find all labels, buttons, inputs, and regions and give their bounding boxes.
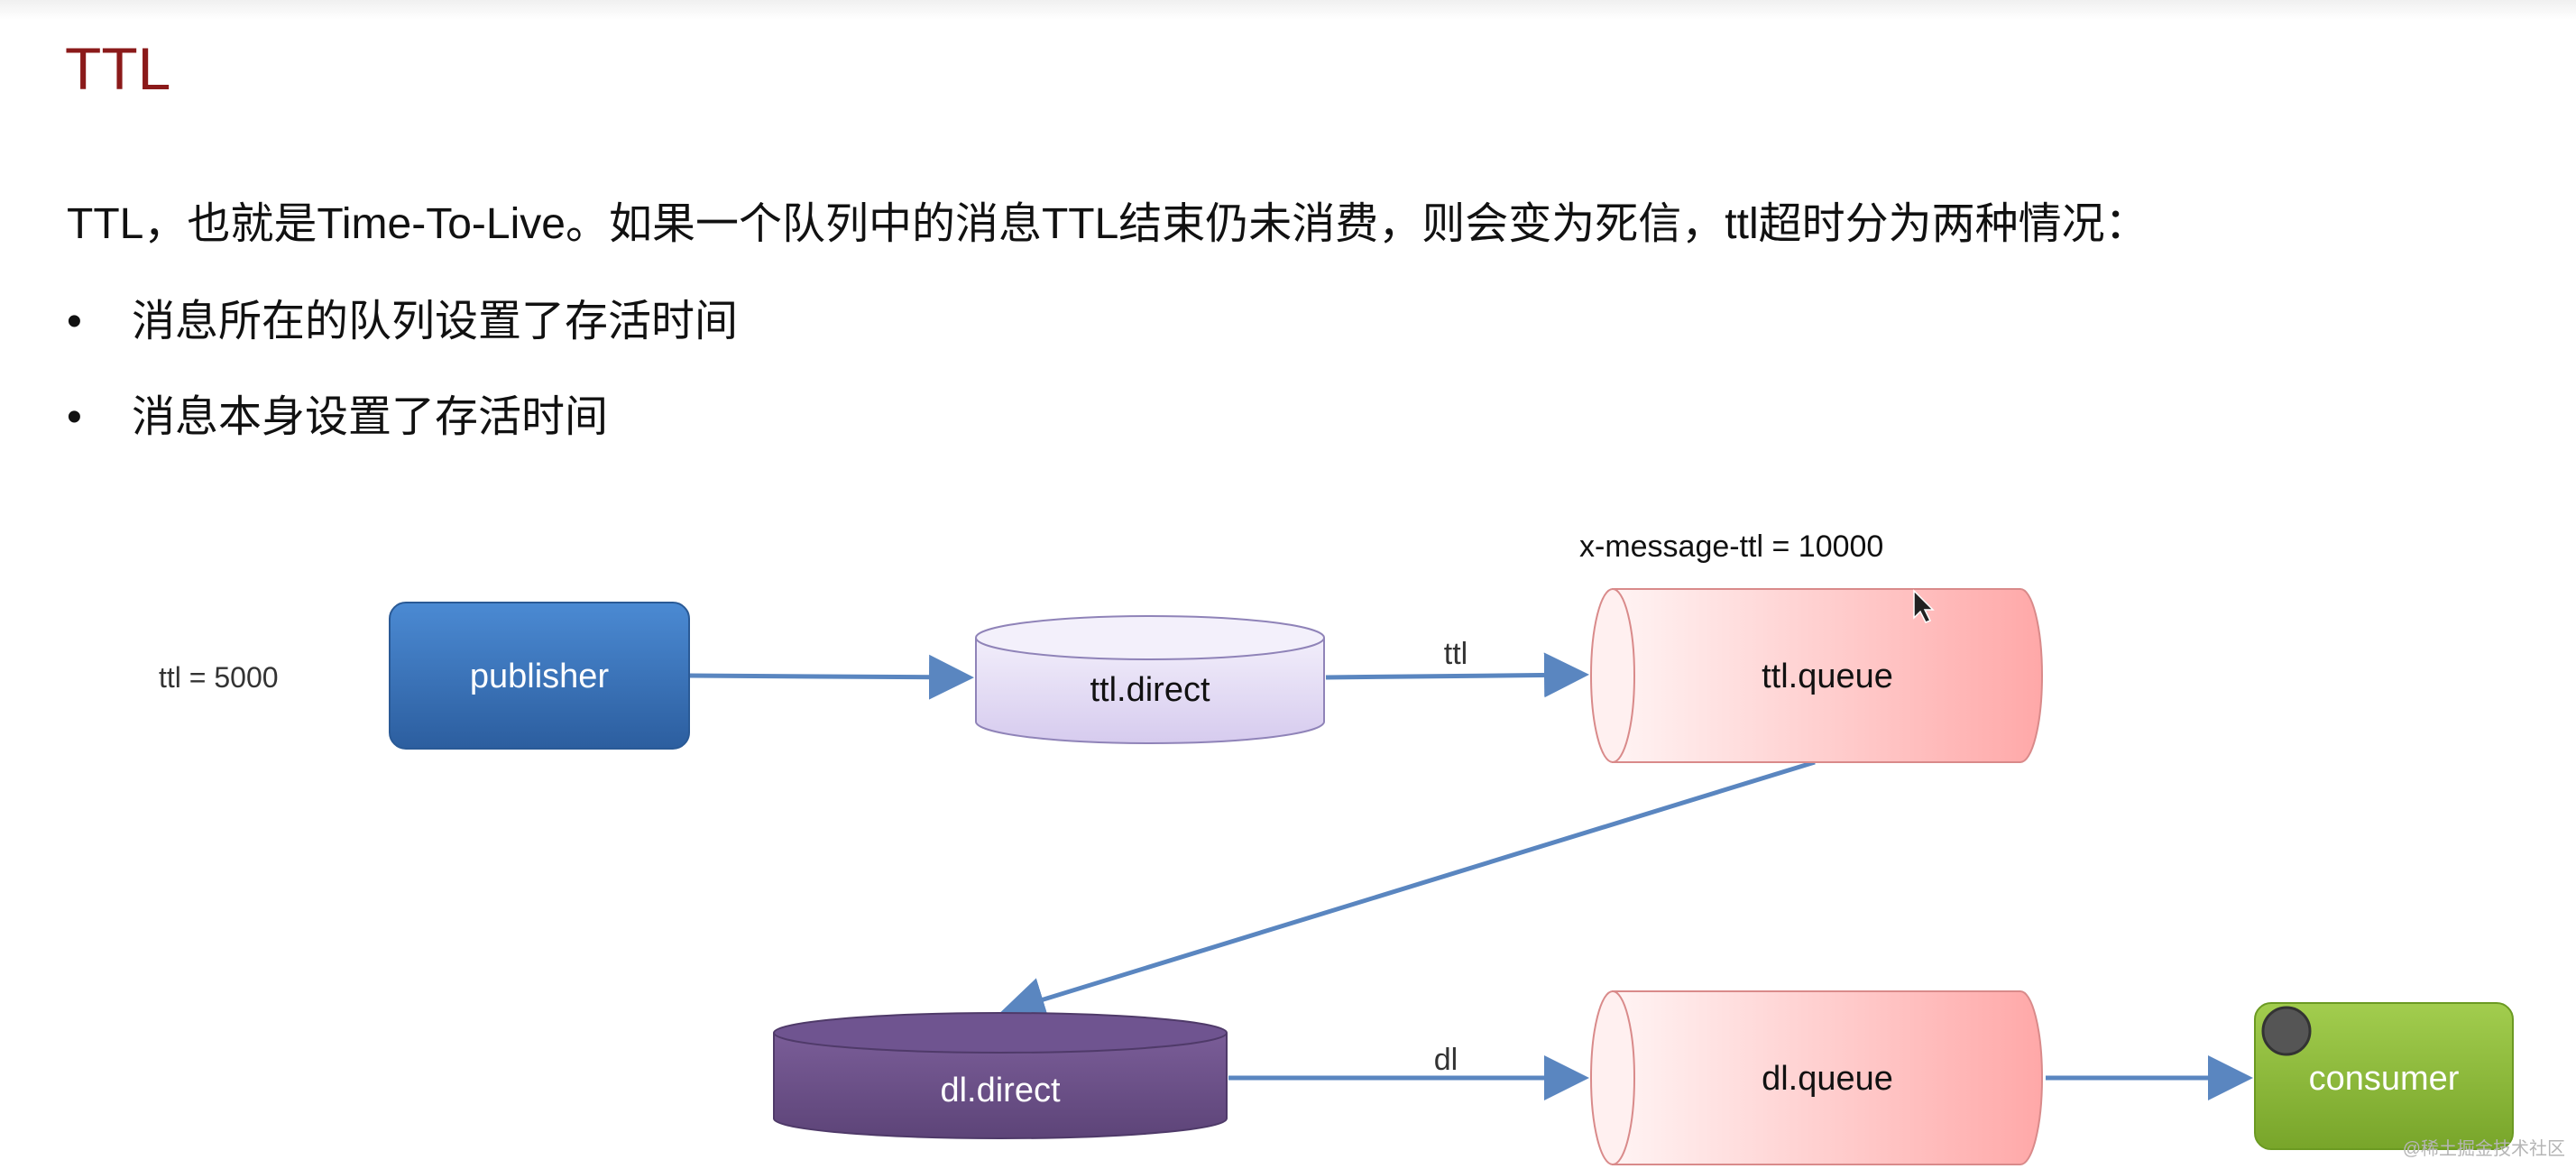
dl-direct-exchange-node: dl.direct bbox=[773, 1012, 1228, 1139]
consumer-node: consumer bbox=[2254, 1002, 2514, 1150]
dl-queue-node: dl.queue bbox=[1590, 990, 2043, 1165]
arrow-ttl-direct-to-ttl-queue bbox=[1325, 652, 1589, 698]
publisher-label: publisher bbox=[470, 658, 610, 695]
ttl-routing-key-label: ttl bbox=[1444, 637, 1467, 671]
arrow-ttl-queue-to-dl-direct bbox=[999, 759, 1816, 1022]
consumer-status-dot bbox=[2261, 1006, 2312, 1056]
publisher-node: publisher bbox=[389, 602, 690, 750]
dl-queue-label: dl.queue bbox=[1762, 1060, 1893, 1098]
ttl-queue-label: ttl.queue bbox=[1762, 658, 1893, 695]
arrow-publisher-to-ttl-direct bbox=[689, 654, 974, 700]
ttl-direct-exchange-node: ttl.direct bbox=[975, 615, 1325, 744]
ttl-queue-node: ttl.queue bbox=[1590, 588, 2043, 763]
slide-title: TTL bbox=[65, 35, 171, 102]
ttl-direct-label: ttl.direct bbox=[1090, 671, 1210, 709]
top-bar bbox=[0, 0, 2576, 20]
queue-ttl-label: x-message-ttl = 10000 bbox=[1579, 529, 1883, 564]
bullet-dot: • bbox=[67, 393, 82, 441]
dl-direct-label: dl.direct bbox=[940, 1072, 1060, 1109]
message-ttl-label: ttl = 5000 bbox=[159, 661, 279, 694]
bullet-dot: • bbox=[67, 298, 82, 345]
bullet-item-1: • 消息所在的队列设置了存活时间 bbox=[67, 285, 738, 348]
intro-text: TTL，也就是Time-To-Live。如果一个队列中的消息TTL结束仍未消费，… bbox=[67, 200, 2148, 248]
arrows bbox=[689, 652, 2253, 1100]
consumer-label: consumer bbox=[2309, 1060, 2460, 1098]
bullet-text-2: 消息本身设置了存活时间 bbox=[132, 393, 609, 441]
watermark: @稀土掘金技术社区 bbox=[2402, 1139, 2565, 1159]
bullet-item-2: • 消息本身设置了存活时间 bbox=[67, 381, 608, 444]
bullet-text-1: 消息所在的队列设置了存活时间 bbox=[132, 298, 739, 345]
dl-routing-key-label: dl bbox=[1434, 1043, 1458, 1077]
mouse-cursor-icon bbox=[1913, 589, 1935, 623]
